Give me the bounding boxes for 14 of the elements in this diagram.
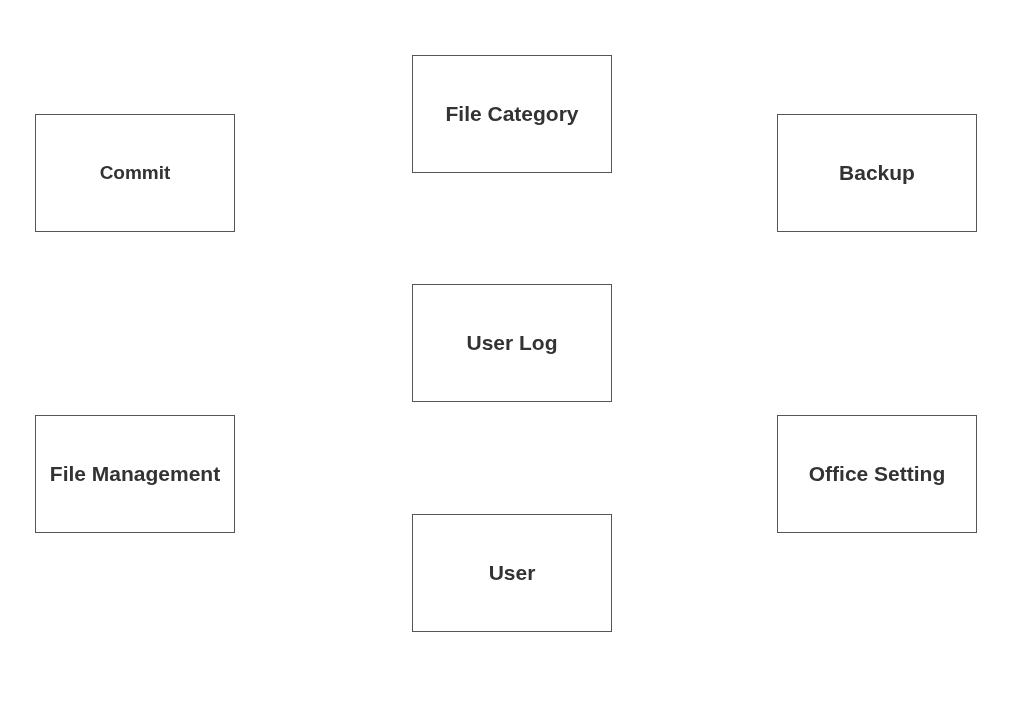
box-label: File Category <box>445 102 579 126</box>
box-label: Backup <box>839 161 915 185</box>
process-box <box>777 114 977 232</box>
box-label: Office Setting <box>808 462 946 486</box>
process-box <box>35 415 235 533</box>
box-label: File Management <box>49 462 221 486</box>
process-box <box>777 415 977 533</box>
process-box <box>35 114 235 232</box>
process-box <box>412 284 612 402</box>
process-box <box>412 514 612 632</box>
box-label: User <box>488 561 536 585</box>
box-label: User Log <box>466 331 558 355</box>
process-box <box>412 55 612 173</box>
box-label: Commit <box>99 162 171 184</box>
